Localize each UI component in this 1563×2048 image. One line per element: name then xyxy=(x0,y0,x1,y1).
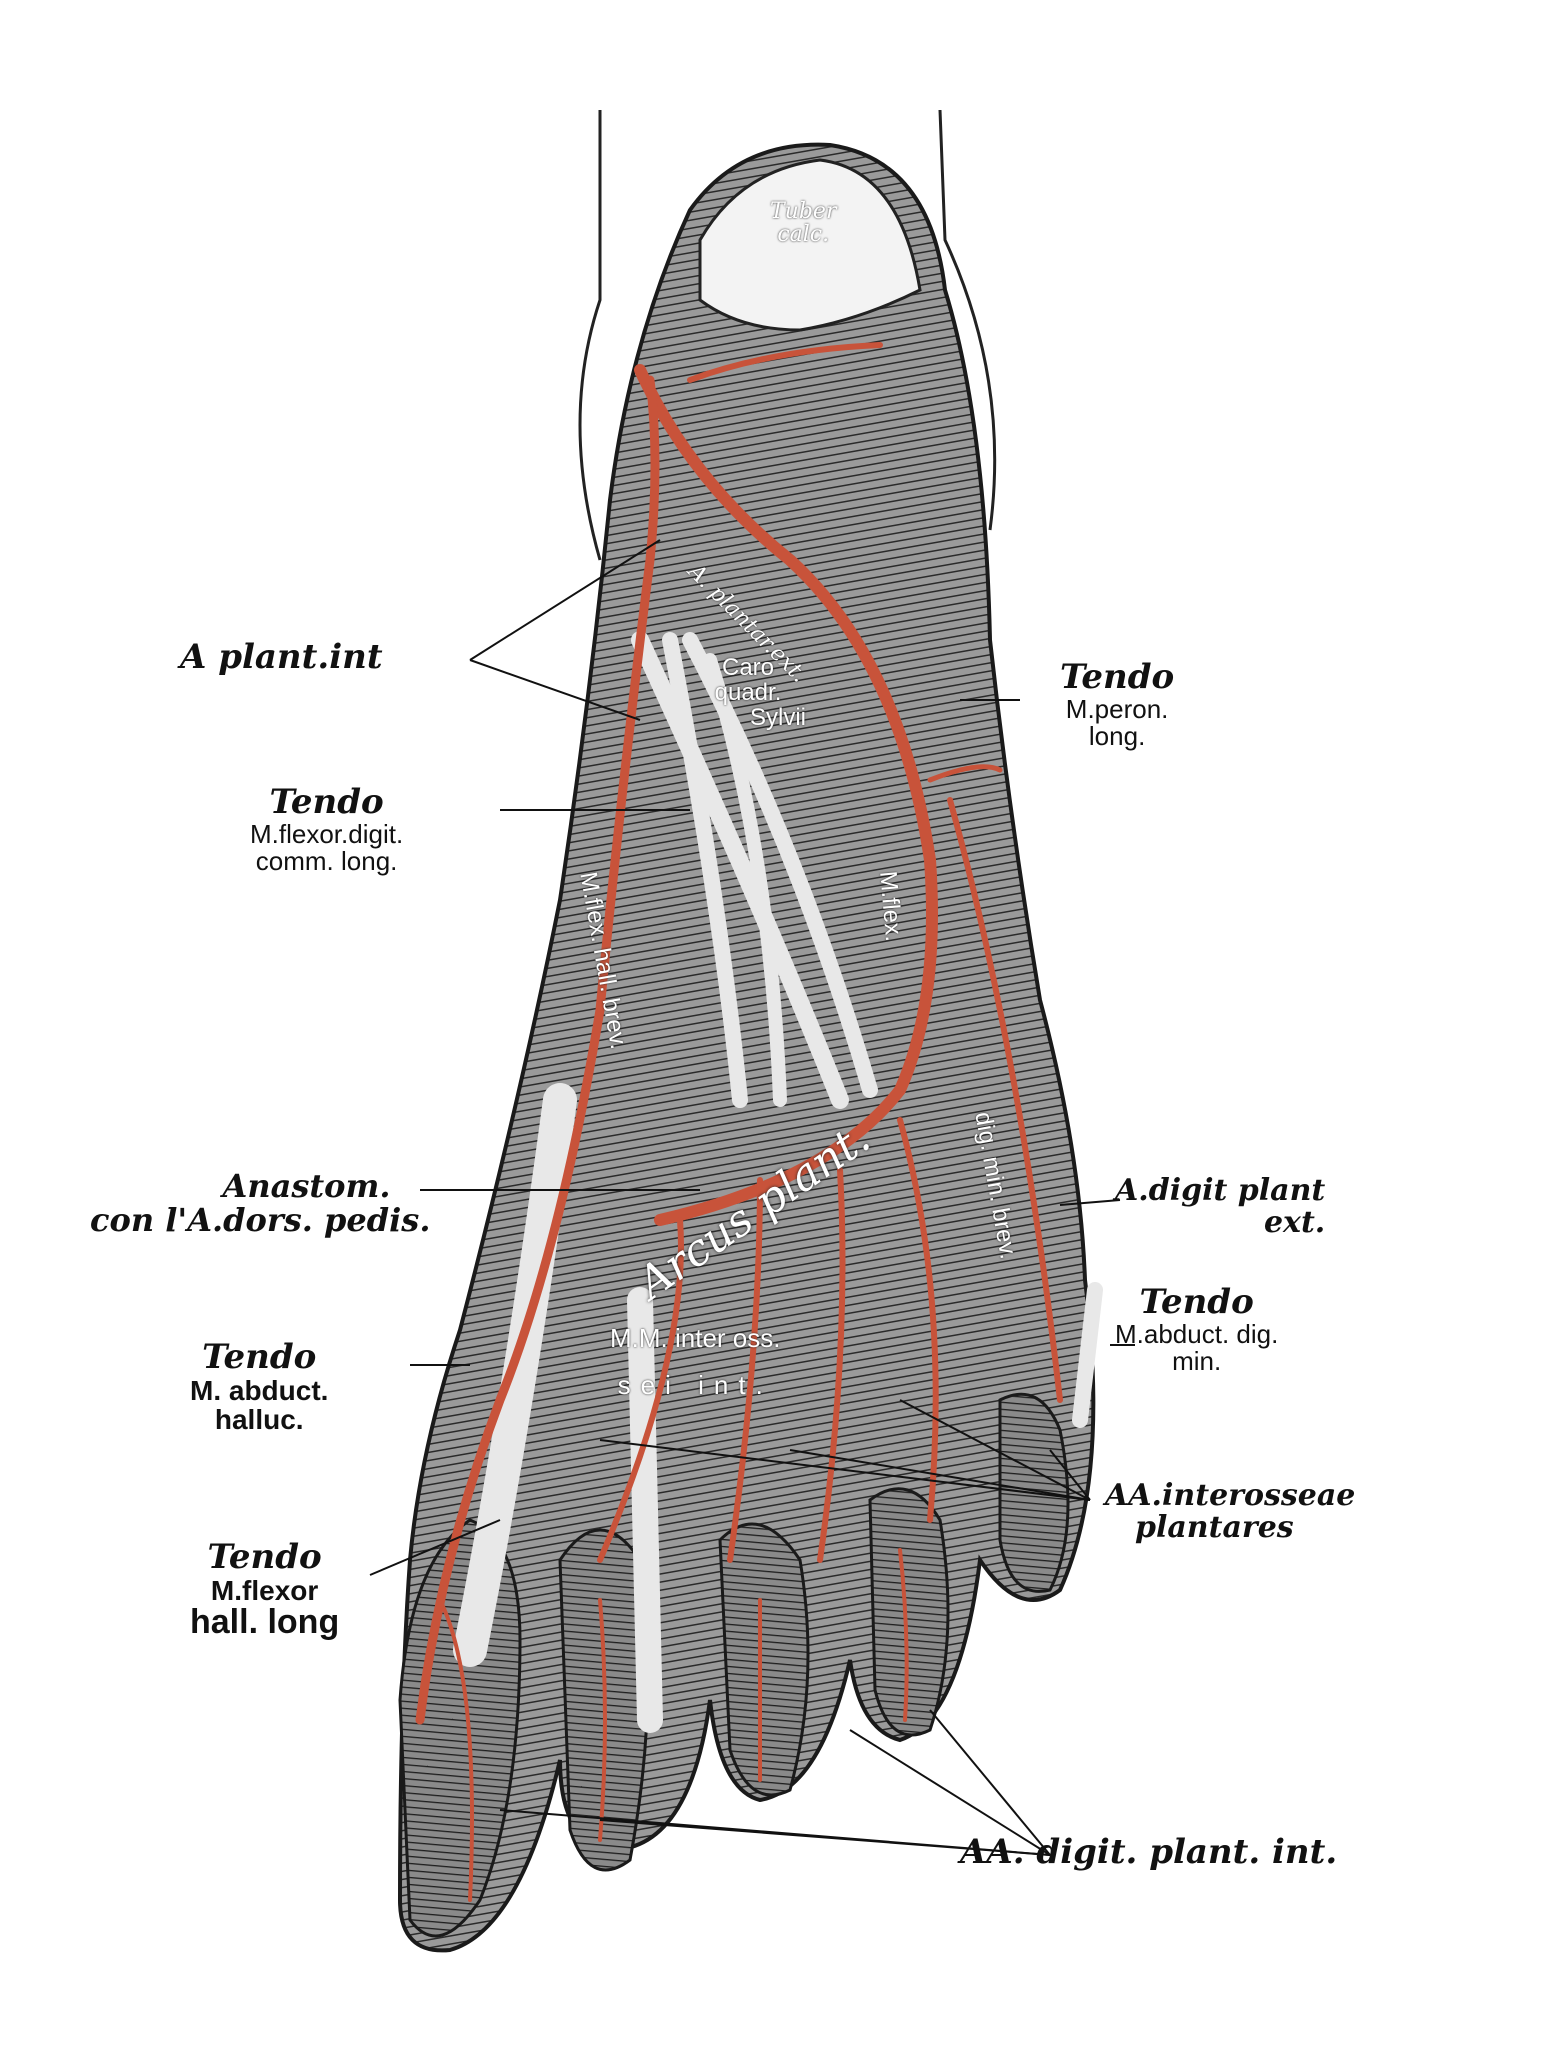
m-flex-dig-min-label: M.flex. xyxy=(874,869,908,943)
tendo-abduct-halluc-label: Tendo M. abduct. halluc. xyxy=(190,1337,329,1436)
a-plant-int-label: A plant.int xyxy=(180,637,383,677)
anastom-label: Anastom. con l'A.dors. pedis. xyxy=(90,1167,431,1239)
digital-branch xyxy=(438,1598,474,1902)
tuber-calc-line: calc. xyxy=(777,222,830,248)
tendo-abduct-dig-min-line: min. xyxy=(1172,1345,1222,1376)
arch-branch xyxy=(597,1217,684,1563)
a-plant-int-text: A plant.int xyxy=(180,637,383,677)
tendo-flexor-digit-line: Tendo xyxy=(269,782,384,822)
digital-branch xyxy=(898,1548,909,1722)
calcaneal-branch xyxy=(687,342,883,383)
tendo-abduct-halluc-line: Tendo xyxy=(202,1337,317,1377)
leg-outline xyxy=(938,109,997,531)
tendo-abduct-dig-min-line: Tendo xyxy=(1139,1282,1254,1322)
digit-lateral-artery xyxy=(947,797,1063,1403)
a-digit-plant-ext-line: A.digit plant xyxy=(1115,1173,1326,1208)
anastom-line: Anastom. xyxy=(222,1167,391,1205)
tendo-flexor-hall-label: Tendo M.flexor hall. long xyxy=(190,1537,340,1642)
mm-inteross-label: M.M. inter oss. sei int. xyxy=(610,1323,781,1401)
mm-inteross-line: sei int. xyxy=(617,1370,773,1401)
a-digit-plant-ext-line: ext. xyxy=(1263,1204,1326,1240)
caro-quadr-line: Caro xyxy=(721,654,775,681)
aa-digit-plant-int-label: AA. digit. plant. int. xyxy=(960,1832,1338,1872)
tendo-abduct-halluc-line: halluc. xyxy=(214,1404,304,1436)
arch-branch xyxy=(897,1117,939,1523)
tendo-flexor-digit-line: M.flexor.digit. xyxy=(250,818,404,849)
tendo-peron-label: Tendo M.peron. long. xyxy=(1060,657,1175,751)
tendo-peron-line: M.peron. xyxy=(1065,693,1169,724)
tuber-calc-label: Tuber calc. xyxy=(770,200,836,246)
leg-outline xyxy=(578,110,602,561)
tuber-calc-line: Tuber xyxy=(770,199,837,224)
plantar-lateral-artery xyxy=(634,364,938,1226)
toes xyxy=(398,1392,1070,1938)
aa-interosseae-line: AA.interosseae xyxy=(1105,1478,1356,1513)
mm-inteross-line: M.M. inter oss. xyxy=(610,1323,781,1353)
aa-digit-plant-int-text: AA. digit. plant. int. xyxy=(960,1832,1338,1872)
peron-branch xyxy=(927,764,1003,783)
tendo-abduct-dig-min-label: Tendo M.abduct. dig. min. xyxy=(1115,1282,1279,1376)
tendo-peron-line: long. xyxy=(1088,720,1146,751)
leader-lines xyxy=(369,539,1135,1856)
tendo-peron-line: Tendo xyxy=(1060,657,1175,697)
tendo-abduct-dig-min-line: M.abduct. dig. xyxy=(1115,1318,1279,1349)
tendo-flexor-hall-line: hall. long xyxy=(190,1603,340,1642)
arteries xyxy=(415,342,1063,1902)
arch-branch xyxy=(727,1177,763,1563)
tendo-flexor-hall-line: M.flexor xyxy=(210,1574,319,1606)
arch-branch xyxy=(817,1167,846,1563)
anastom-line: con l'A.dors. pedis. xyxy=(90,1200,431,1239)
aa-interosseae-line: plantares xyxy=(1135,1509,1294,1545)
tendo-flexor-digit-label: Tendo M.flexor.digit. comm. long. xyxy=(250,782,404,876)
caro-quadr-line: Sylvii xyxy=(750,704,807,732)
digital-branch xyxy=(598,1598,607,1842)
tendo-abduct-halluc-line: M. abduct. xyxy=(190,1374,329,1406)
m-flex-dig-min-text: M.flex. xyxy=(874,869,908,943)
tendons xyxy=(453,631,1103,1733)
tendo-flexor-digit-line: comm. long. xyxy=(255,845,398,876)
aa-interosseae-label: AA.interosseae plantares xyxy=(1105,1480,1355,1543)
a-digit-plant-ext-label: A.digit plant ext. xyxy=(1115,1175,1325,1238)
caro-quadr-label: Caro quadr. Sylvii xyxy=(690,655,806,731)
heel-bone xyxy=(698,158,922,332)
caro-quadr-line: quadr. xyxy=(714,679,782,707)
tendo-flexor-hall-line: Tendo xyxy=(207,1537,322,1577)
